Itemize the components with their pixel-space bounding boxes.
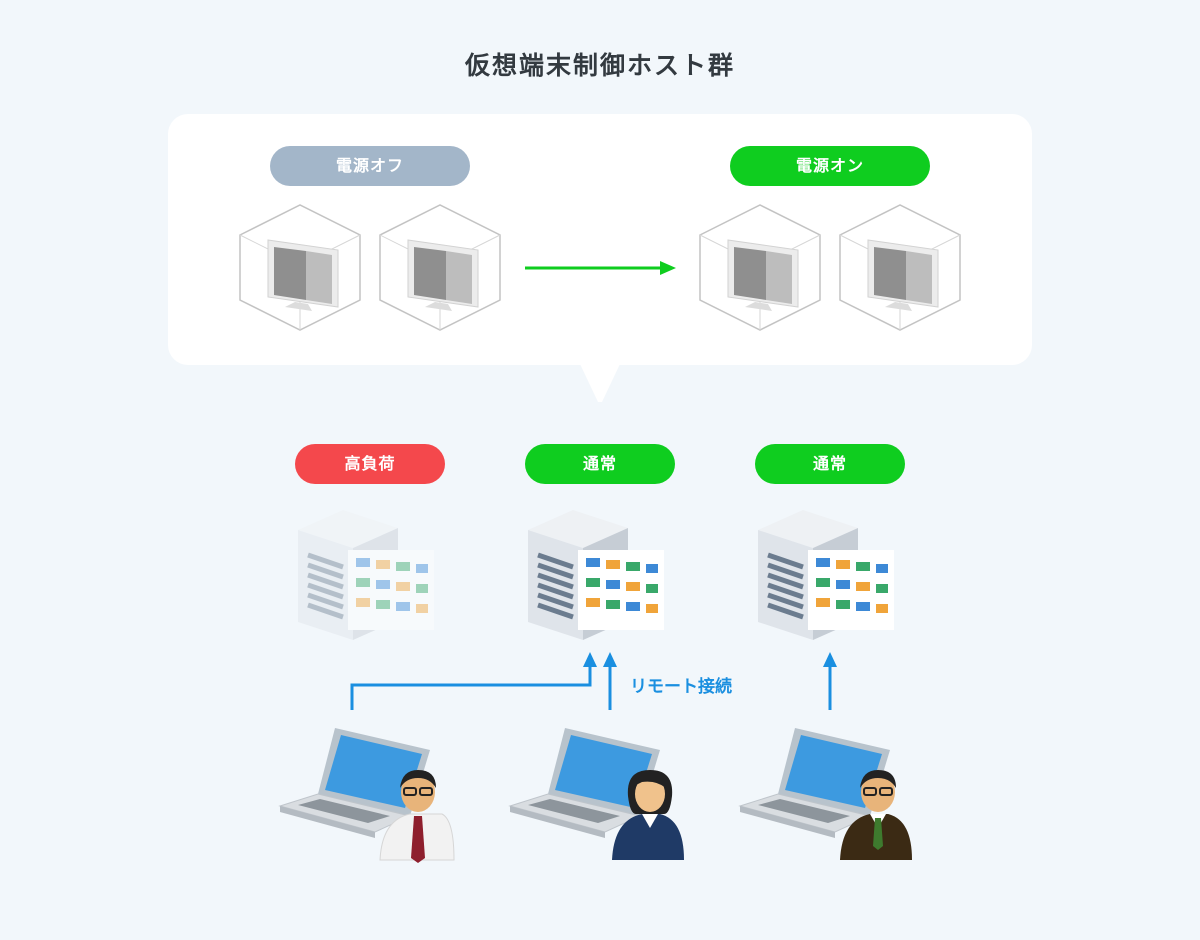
pill-host-normal-1: 通常 — [525, 444, 675, 484]
remote-connection-label: リモート接続 — [630, 677, 732, 697]
pill-host-normal-2: 通常 — [755, 444, 905, 484]
vm-on-icon-2 — [839, 204, 961, 331]
user-icon-3 — [840, 770, 912, 860]
vm-off-icon-1 — [239, 204, 361, 331]
server-icon-normal-2 — [758, 510, 894, 640]
server-icon-high-load — [298, 510, 434, 640]
pill-power-off: 電源オフ — [270, 146, 470, 186]
pill-power-on: 電源オン — [730, 146, 930, 186]
user-icon-1 — [379, 770, 455, 863]
callout-pointer — [580, 364, 620, 402]
power-on-arrow-icon — [525, 261, 676, 275]
server-icon-normal-1 — [528, 510, 664, 640]
user-icon-2 — [612, 770, 684, 860]
arrow-heads — [583, 652, 837, 667]
vm-on-icon-1 — [699, 204, 821, 331]
pill-host-high-load: 高負荷 — [295, 444, 445, 484]
remote-connection-arrows — [350, 665, 832, 710]
vm-off-icon-2 — [379, 204, 501, 331]
diagram-title: 仮想端末制御ホスト群 — [464, 51, 735, 80]
